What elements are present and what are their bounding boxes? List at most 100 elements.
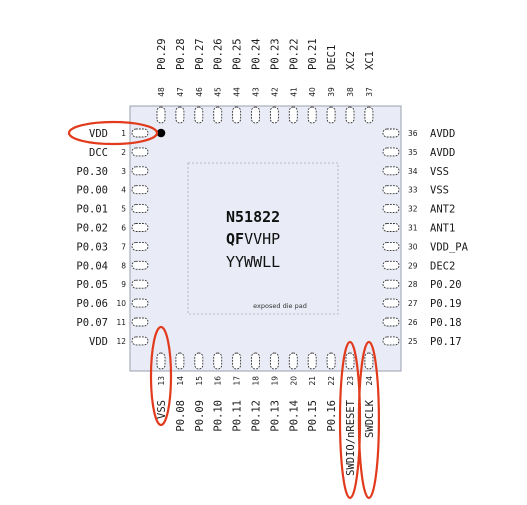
pin-number-bottom: 17: [233, 376, 242, 386]
pin-number-right: 26: [408, 318, 418, 327]
pin-name-top: P0.26: [213, 38, 225, 70]
chip-marking-line3: YYWWLL: [226, 253, 280, 271]
pin-name-right: VDD_PA: [430, 241, 469, 253]
pin-number-top: 44: [233, 87, 242, 97]
pin-name-left: P0.03: [76, 241, 108, 253]
pin-name-left: VDD: [89, 336, 108, 348]
pin-pad-top: [232, 106, 242, 124]
pin-number-top: 41: [289, 87, 298, 97]
pin-name-top: P0.29: [156, 38, 168, 70]
pin-name-top: DEC1: [326, 45, 338, 70]
pin-number-top: 39: [327, 87, 336, 97]
highlight-pin-13: [149, 325, 173, 427]
pin-pad-left: [131, 185, 149, 195]
pin-number-right: 34: [408, 167, 418, 176]
pin-pad-top: [175, 106, 185, 124]
pin-name-top: P0.25: [232, 38, 244, 70]
pin-pad-bottom: [232, 352, 242, 370]
pin-number-top: 37: [365, 87, 374, 97]
pin-pad-right: [382, 260, 400, 270]
pin-pad-bottom: [175, 352, 185, 370]
pin-name-right: VSS: [430, 166, 449, 178]
pin-number-left: 2: [121, 148, 126, 157]
pin-pad-left: [131, 336, 149, 346]
pin-pad-top: [364, 106, 374, 124]
pin-pad-bottom: [194, 352, 204, 370]
pin-pad-left: [131, 260, 149, 270]
pin-pad-left: [131, 147, 149, 157]
pin-pad-top: [345, 106, 355, 124]
pin-number-right: 35: [408, 148, 418, 157]
pin-name-right: ANT1: [430, 223, 455, 235]
pin-name-left: P0.04: [76, 260, 108, 272]
pin-pad-bottom: [364, 352, 374, 370]
pin-number-right: 28: [408, 280, 418, 289]
pin-number-right: 32: [408, 205, 418, 214]
chip-marking-line1: N51822: [226, 208, 280, 226]
pin-number-bottom: 18: [252, 376, 261, 386]
pin-pad-right: [382, 223, 400, 232]
pin-number-right: 29: [408, 261, 418, 270]
pin-name-right: P0.18: [430, 317, 462, 329]
pin-number-right: 36: [408, 129, 418, 138]
pin-pad-right: [382, 185, 400, 195]
pin-name-top: P0.27: [194, 38, 206, 70]
exposed-die-pad-label: exposed die pad: [253, 302, 307, 310]
pin-number-bottom: 22: [327, 376, 336, 386]
pin-pad-left: [131, 204, 149, 214]
pin1-indicator-dot: [156, 128, 166, 138]
pin-number-bottom: 14: [176, 376, 185, 386]
pin-name-bottom: P0.13: [269, 400, 281, 432]
pin-pad-top: [326, 106, 336, 124]
pin-name-left: VDD: [89, 128, 108, 140]
pin-name-top: XC2: [345, 51, 357, 70]
pin-number-bottom: 23: [346, 376, 355, 386]
pin-name-left: DCC: [89, 147, 108, 159]
pin-name-bottom: P0.16: [326, 400, 338, 432]
pin-pad-top: [288, 106, 298, 124]
pin-number-left: 10: [116, 299, 126, 308]
exposed-die-pad: [187, 162, 339, 315]
pin-number-top: 48: [157, 87, 166, 97]
pin-pad-left: [131, 166, 149, 176]
pin-pad-left: [131, 279, 149, 289]
pin-number-left: 8: [121, 261, 126, 270]
chip-marking-line2-bold: QF: [226, 230, 244, 248]
pin-name-right: ANT2: [430, 204, 455, 216]
pin-name-left: P0.05: [76, 279, 108, 291]
pin-name-left: P0.02: [76, 223, 108, 235]
pin-name-right: P0.20: [430, 279, 462, 291]
pin-pad-right: [382, 128, 400, 138]
pin-number-bottom: 15: [195, 376, 204, 386]
pin-name-left: P0.00: [76, 185, 108, 197]
pin-name-top: P0.24: [251, 38, 263, 70]
pin-pad-top: [156, 106, 166, 124]
pin-number-right: 27: [408, 299, 418, 308]
pin-pad-bottom: [251, 352, 260, 370]
pin-name-bottom: SWDCLK: [364, 399, 376, 438]
pin-pad-right: [382, 298, 400, 308]
pin-pad-right: [382, 241, 400, 251]
pin-pad-bottom: [156, 352, 166, 370]
pin-name-top: XC1: [364, 51, 376, 70]
pin-number-left: 6: [121, 224, 126, 233]
pin-number-right: 31: [408, 224, 418, 233]
pin-number-top: 42: [270, 87, 279, 97]
pin-pad-left: [131, 128, 149, 138]
pin-name-right: P0.19: [430, 298, 462, 310]
pin-name-right: DEC2: [430, 260, 455, 272]
pin-number-left: 7: [121, 242, 126, 251]
pin-pad-top: [269, 106, 279, 124]
pin-pad-bottom: [345, 352, 355, 370]
pin-pad-left: [131, 298, 149, 308]
pin-name-bottom: P0.12: [251, 400, 263, 432]
pin-pad-right: [382, 317, 400, 327]
chip-marking-line2: QFVVHP: [226, 230, 280, 248]
pin-pad-top: [251, 106, 260, 124]
chip-marking-line2-rest: VVHP: [244, 230, 280, 248]
pin-name-left: P0.07: [76, 317, 108, 329]
pin-pad-bottom: [326, 352, 336, 370]
pin-pad-top: [307, 106, 317, 124]
